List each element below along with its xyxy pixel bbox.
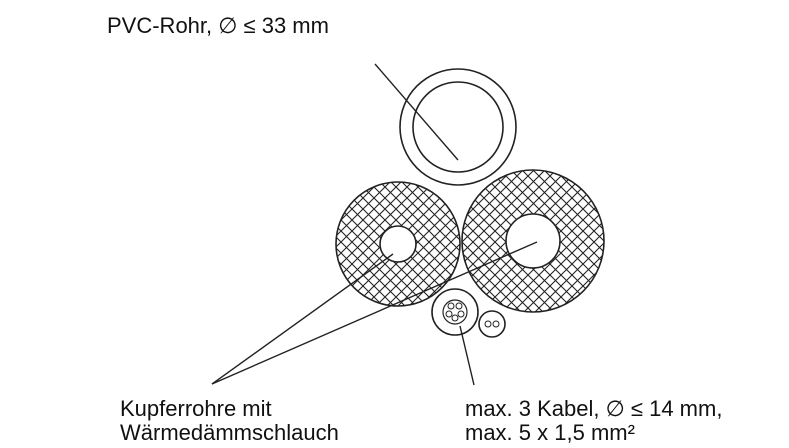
- cables-label-line2: max. 5 x 1,5 mm²: [465, 420, 635, 445]
- cables-label-line1: max. 3 Kabel, ∅ ≤ 14 mm,: [465, 396, 723, 421]
- pvc-pipe-label: PVC-Rohr, ∅ ≤ 33 mm: [107, 13, 329, 38]
- pvc-pipe: [399, 68, 517, 186]
- copper-pipe-right: [461, 169, 605, 313]
- copper-pipes-label: Kupferrohre mit Wärmedämmschlauch: [120, 397, 339, 445]
- leader-copper-left: [211, 253, 394, 385]
- cable-large: [431, 288, 479, 336]
- copper-pipes-label-line1: Kupferrohre mit: [120, 396, 272, 421]
- cable-small: [478, 310, 506, 338]
- leader-pvc: [374, 63, 459, 161]
- leader-cables: [459, 325, 475, 386]
- leader-lines: [211, 63, 538, 386]
- copper-pipe-left: [335, 181, 461, 307]
- leader-copper-right: [211, 241, 538, 385]
- copper-pipes-label-line2: Wärmedämmschlauch: [120, 420, 339, 445]
- cables-label: max. 3 Kabel, ∅ ≤ 14 mm, max. 5 x 1,5 mm…: [465, 397, 722, 445]
